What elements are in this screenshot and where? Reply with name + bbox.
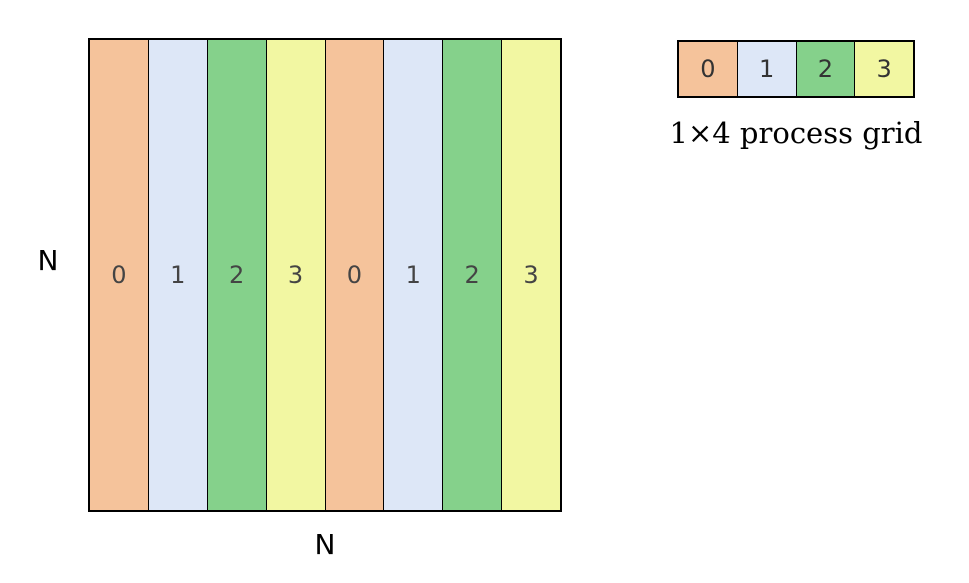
matrix-column-dimension-label: N xyxy=(314,528,336,561)
matrix-stripe: 0 xyxy=(325,40,385,510)
process-grid-caption: 1×4 process grid xyxy=(669,116,923,150)
matrix-stripe: 0 xyxy=(90,40,149,510)
process-grid-cell: 1 xyxy=(737,42,797,96)
matrix-stripe: 1 xyxy=(148,40,208,510)
matrix-stripe: 3 xyxy=(266,40,326,510)
matrix-stripe: 2 xyxy=(443,40,503,510)
matrix-row-dimension-label: N xyxy=(37,244,59,277)
process-grid: 0 1 2 3 xyxy=(677,40,915,98)
matrix-stripe: 2 xyxy=(207,40,267,510)
process-grid-cell: 2 xyxy=(796,42,856,96)
matrix-stripe: 3 xyxy=(502,40,560,510)
matrix-block: 0 1 2 3 0 1 2 3 xyxy=(88,38,562,512)
process-grid-cell: 3 xyxy=(855,42,913,96)
process-grid-cell: 0 xyxy=(679,42,738,96)
matrix-stripe: 1 xyxy=(384,40,444,510)
